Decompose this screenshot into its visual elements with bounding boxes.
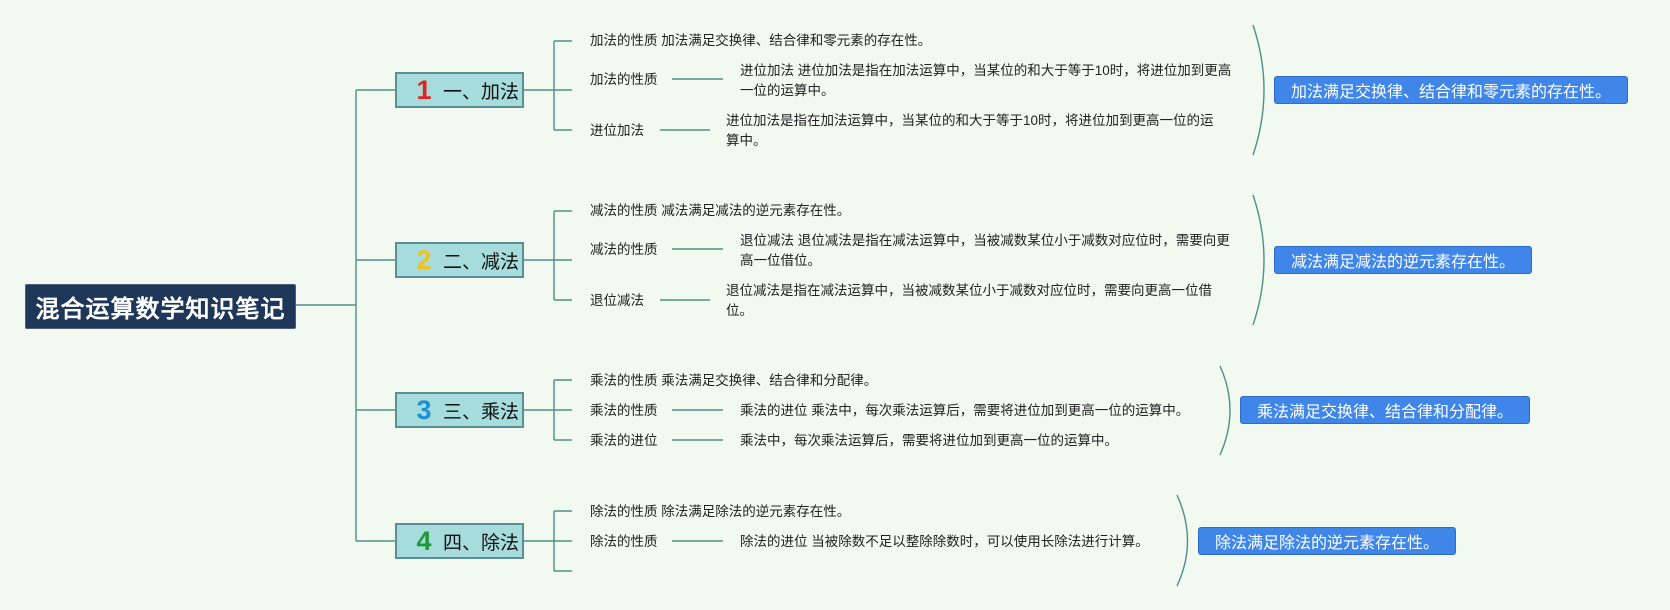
- branch-node-addition[interactable]: 1 一、加法: [395, 72, 524, 108]
- branch-title: 一、加法: [443, 81, 520, 103]
- branch-number: 3: [416, 394, 432, 425]
- topic-node[interactable]: 退位减法: [590, 293, 644, 308]
- topic-node[interactable]: 除法的性质: [590, 534, 658, 549]
- topic-node[interactable]: 进位加法: [590, 123, 644, 138]
- branch-node-division[interactable]: 4 四、除法: [395, 523, 524, 559]
- topic-node[interactable]: 加法的性质 加法满足交换律、结合律和零元素的存在性。: [590, 33, 932, 48]
- topic-detail[interactable]: 乘法中，每次乘法运算后，需要将进位加到更高一位的运算中。: [740, 433, 1118, 448]
- topic-node[interactable]: 减法的性质 减法满足减法的逆元素存在性。: [590, 203, 851, 218]
- branch-node-multiplication[interactable]: 3 三、乘法: [395, 392, 524, 428]
- branch-number: 4: [416, 525, 432, 556]
- branch-title: 二、减法: [443, 251, 520, 273]
- branch-title: 三、乘法: [443, 401, 520, 423]
- topic-detail[interactable]: 乘法的进位 乘法中，每次乘法运算后，需要将进位加到更高一位的运算中。: [740, 403, 1190, 418]
- root-node[interactable]: 混合运算数学知识笔记: [25, 284, 296, 329]
- topic-detail[interactable]: 除法的进位 当被除数不足以整除除数时，可以使用长除法进行计算。: [740, 534, 1149, 549]
- topic-node[interactable]: 加法的性质: [590, 72, 658, 87]
- topic-node[interactable]: 乘法的性质: [590, 403, 658, 418]
- topic-node[interactable]: 乘法的性质 乘法满足交换律、结合律和分配律。: [590, 373, 878, 388]
- topic-node[interactable]: 除法的性质 除法满足除法的逆元素存在性。: [590, 504, 851, 519]
- topic-detail[interactable]: 进位加法是指在加法运算中，当某位的和大于等于10时，将进位加到更高一位的运算中。: [726, 113, 1214, 148]
- topic-detail[interactable]: 进位加法 进位加法是指在加法运算中，当某位的和大于等于10时，将进位加到更高一位…: [740, 63, 1232, 98]
- root-title: 混合运算数学知识笔记: [35, 296, 286, 323]
- topic-node[interactable]: 减法的性质: [590, 242, 658, 257]
- topic-detail[interactable]: 退位减法是指在减法运算中，当被减数某位小于减数对应位时，需要向更高一位借位。: [726, 283, 1212, 318]
- branch-number: 1: [416, 74, 432, 105]
- topic-detail[interactable]: 退位减法 退位减法是指在减法运算中，当被减数某位小于减数对应位时，需要向更高一位…: [740, 233, 1230, 268]
- topic-node[interactable]: 乘法的进位: [590, 433, 658, 448]
- branch-node-subtraction[interactable]: 2 二、减法: [395, 242, 524, 278]
- summary-node[interactable]: 除法满足除法的逆元素存在性。: [1198, 527, 1457, 555]
- summary-node[interactable]: 乘法满足交换律、结合律和分配律。: [1240, 396, 1531, 424]
- branch-number: 2: [416, 244, 432, 275]
- branch-title: 四、除法: [443, 532, 520, 554]
- summary-node[interactable]: 加法满足交换律、结合律和零元素的存在性。: [1274, 76, 1629, 104]
- summary-node[interactable]: 减法满足减法的逆元素存在性。: [1274, 246, 1533, 274]
